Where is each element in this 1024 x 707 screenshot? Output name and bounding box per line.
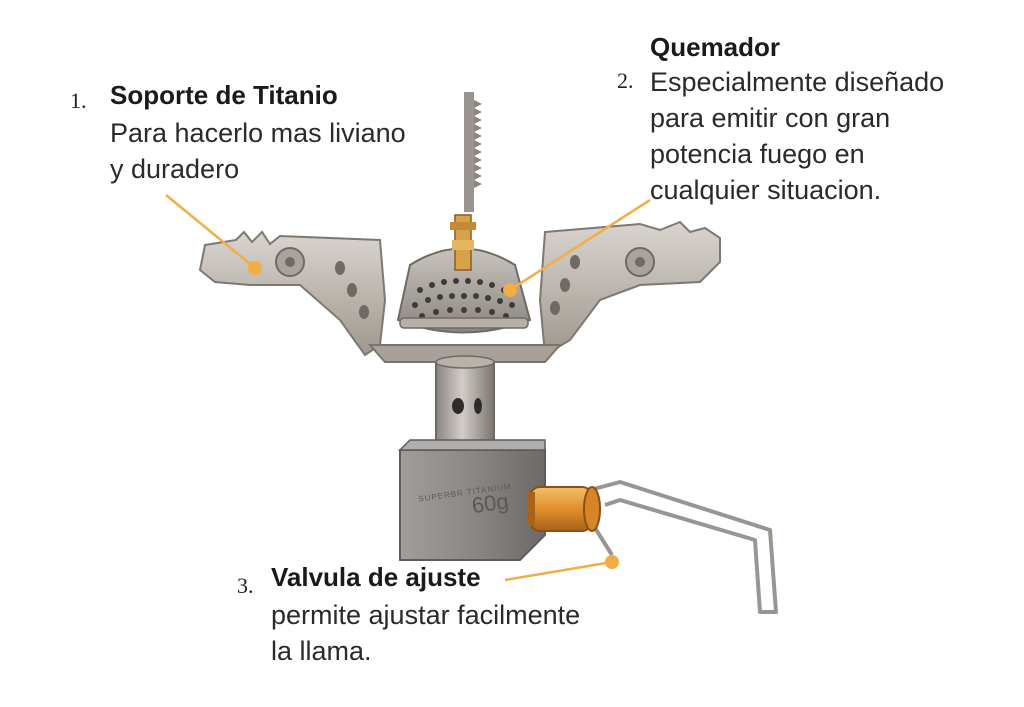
callout-text-line: y duradero (110, 154, 240, 184)
callout-number: 2. (617, 68, 634, 93)
left-support-arm (198, 230, 387, 357)
igniter-spike (464, 92, 482, 212)
leader-dot-burner (503, 283, 517, 297)
callout-text-line: permite ajustar facilmente (271, 600, 581, 630)
callout-number: 3. (237, 573, 254, 598)
callout-text-line: potencia fuego en (650, 139, 865, 169)
leader-line-support (165, 194, 256, 269)
callout-title: Quemador (650, 32, 781, 62)
callout-title: Valvula de ajuste (271, 562, 481, 592)
callout-text-line: Para hacerlo mas liviano (110, 118, 406, 148)
right-support-arm (538, 220, 721, 357)
callout-text-line: la llama. (271, 636, 372, 666)
leader-dot-valve (605, 555, 619, 569)
burner-head (396, 214, 532, 334)
engraving-line-2: 60g (470, 488, 511, 519)
leader-dot-support (248, 261, 262, 275)
wire-valve-handle (589, 480, 778, 614)
callout-text-line: Especialmente diseñado (650, 67, 945, 97)
callout-text-line: para emitir con gran (650, 103, 891, 133)
valve-knob (527, 486, 601, 532)
callout-text-line: cualquier situacion. (650, 175, 882, 205)
valve-body-block (398, 439, 546, 561)
callout-number: 1. (70, 88, 87, 113)
leader-line-burner (509, 198, 651, 292)
stove-stem (435, 355, 495, 462)
leader-line-valve (504, 560, 613, 582)
callout-title: Soporte de Titanio (110, 80, 338, 110)
leader-lines (165, 194, 651, 582)
leader-dots (248, 261, 619, 569)
support-base-plate (367, 344, 563, 363)
